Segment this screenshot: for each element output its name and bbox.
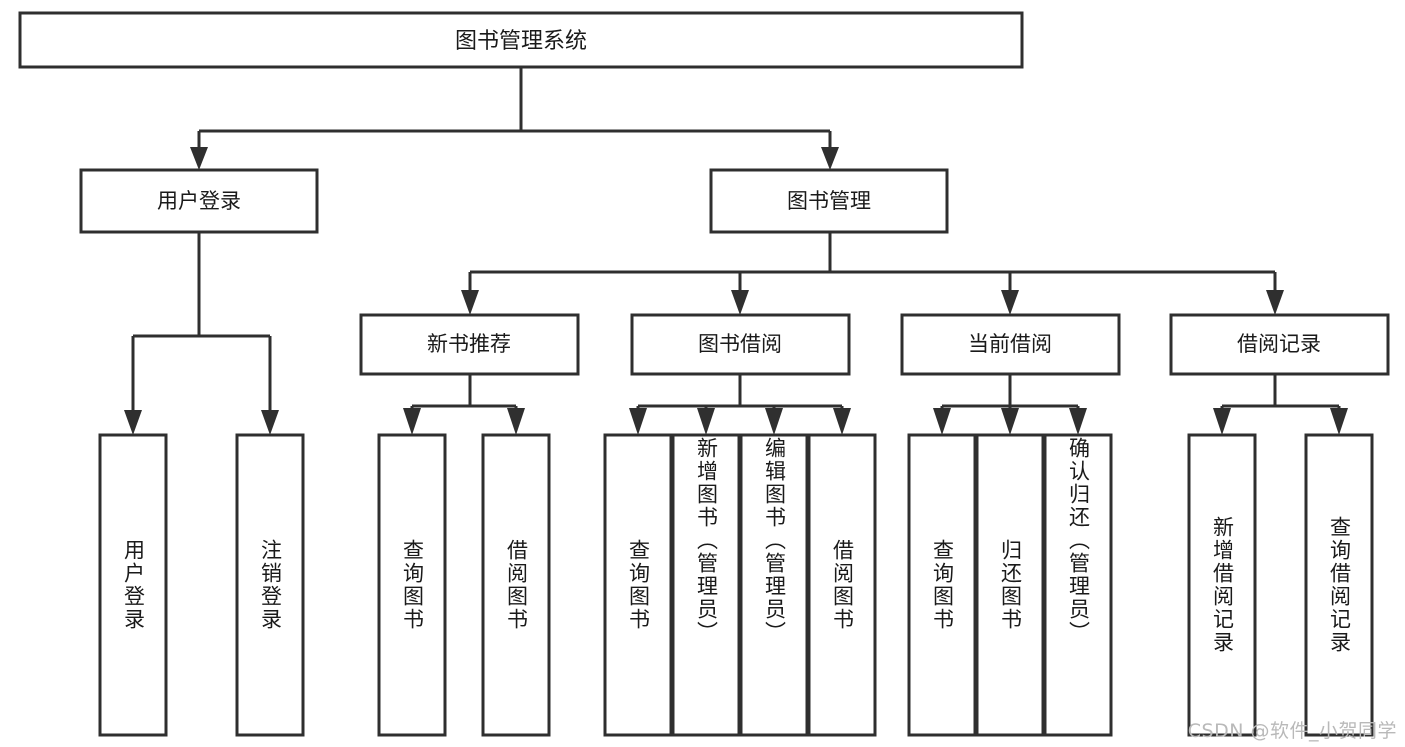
connector-group-borrow-record	[1213, 374, 1348, 435]
connector-group-book-borrow	[629, 374, 851, 435]
arrowhead-leaf-book-borrow-4	[833, 408, 851, 435]
node-borrow-record[interactable]: 借阅记录	[1169, 313, 1390, 376]
arrowhead-leaf-book-borrow-1	[629, 408, 647, 435]
connector-group-root	[190, 67, 839, 170]
node-new-book-recommend-label: 新书推荐	[427, 332, 511, 356]
leaf-rect-user-login-2[interactable]	[235, 433, 305, 737]
node-borrow-record-label: 借阅记录	[1237, 332, 1321, 356]
leaf-rect-book-borrow-3[interactable]	[739, 433, 809, 737]
leaf-rect-new-book-1[interactable]	[377, 433, 447, 737]
arrowhead-leaf-user-login-2	[261, 410, 279, 435]
arrowhead-leaf-new-book-2	[507, 408, 525, 435]
node-book-management-label: 图书管理	[787, 189, 871, 213]
connector-group-new-book	[403, 374, 525, 435]
leaf-rect-book-borrow-1[interactable]	[603, 433, 673, 737]
node-borrow-record-rect	[1169, 313, 1390, 376]
leaf-rect-current-borrow-1[interactable]	[907, 433, 977, 737]
node-user-login[interactable]: 用户登录	[79, 168, 319, 234]
leaf-rect-user-login-1[interactable]	[98, 433, 168, 737]
arrowhead-book-manage	[821, 147, 839, 170]
connector-group-current-borrow	[933, 374, 1087, 435]
arrowhead-leaf-borrow-record-2	[1330, 408, 1348, 435]
arrowhead-new-book	[461, 290, 479, 315]
node-root-label: 图书管理系统	[455, 29, 587, 54]
node-current-borrow[interactable]: 当前借阅	[900, 313, 1121, 376]
node-current-borrow-rect	[900, 313, 1121, 376]
leaf-rect-new-book-2[interactable]	[481, 433, 551, 737]
arrowhead-leaf-current-borrow-2	[1001, 408, 1019, 435]
arrowhead-leaf-book-borrow-2	[697, 408, 715, 435]
leaf-rect-book-borrow-2[interactable]	[671, 433, 741, 737]
leaf-rect-current-borrow-2[interactable]	[975, 433, 1045, 737]
arrowhead-leaf-borrow-record-1	[1213, 408, 1231, 435]
arrowhead-current-borrow	[1001, 290, 1019, 315]
leaf-rect-borrow-record-1[interactable]	[1187, 433, 1257, 737]
node-current-borrow-label: 当前借阅	[968, 332, 1052, 356]
node-book-management[interactable]: 图书管理	[709, 168, 949, 234]
arrowhead-leaf-user-login-1	[124, 410, 142, 435]
leaf-rect-current-borrow-3[interactable]	[1043, 433, 1113, 737]
node-book-borrow[interactable]: 图书借阅	[630, 313, 851, 376]
arrowhead-leaf-book-borrow-3	[765, 408, 783, 435]
arrowhead-leaf-new-book-1	[403, 408, 421, 435]
arrowhead-user-login	[190, 147, 208, 170]
arrowhead-book-borrow	[731, 290, 749, 315]
arrowhead-borrow-record	[1266, 290, 1284, 315]
csdn-watermark: CSDN @软件_小贺同学	[1187, 720, 1397, 742]
node-book-borrow-rect	[630, 313, 851, 376]
connector-group-book-manage	[461, 232, 1284, 315]
node-book-borrow-label: 图书借阅	[698, 332, 782, 356]
connector-group-user-login	[124, 232, 279, 435]
node-user-login-label: 用户登录	[157, 189, 241, 213]
leaf-rect-borrow-record-2[interactable]	[1304, 433, 1374, 737]
node-root-rect	[18, 11, 1024, 69]
arrowhead-leaf-current-borrow-1	[933, 408, 951, 435]
arrowhead-leaf-current-borrow-3	[1069, 408, 1087, 435]
node-user-login-rect	[79, 168, 319, 234]
node-book-management-rect	[709, 168, 949, 234]
node-new-book-recommend-rect	[359, 313, 580, 376]
node-new-book-recommend[interactable]: 新书推荐	[359, 313, 580, 376]
leaf-rect-book-borrow-4[interactable]	[807, 433, 877, 737]
node-root-book-management-system[interactable]: 图书管理系统	[18, 11, 1024, 69]
